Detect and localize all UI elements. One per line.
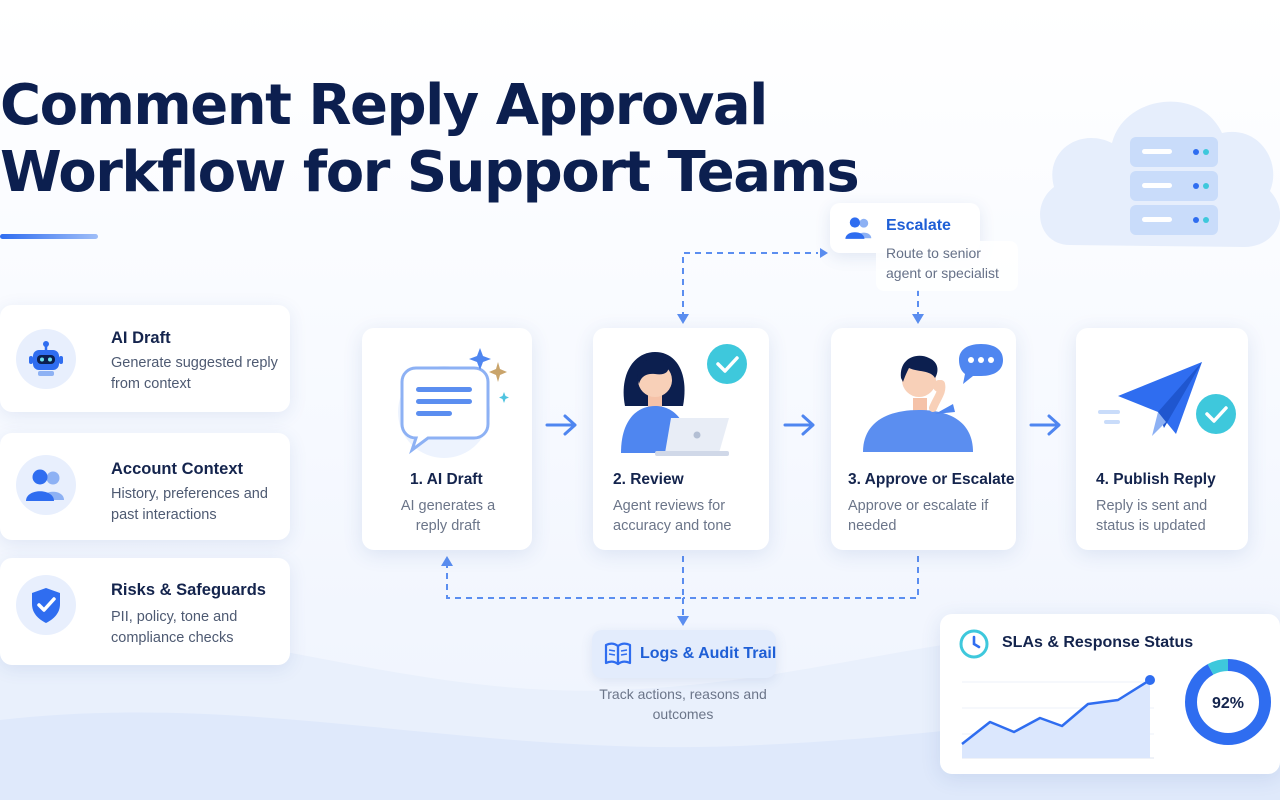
cloud-server-icon [1040, 101, 1280, 247]
side-card-title: Account Context [111, 460, 243, 478]
sla-percent-label: 92% [1212, 695, 1244, 712]
logs-audit-node: Logs & Audit Trail [592, 630, 776, 678]
step-description: AI generates a reply draft [400, 498, 496, 534]
paper-plane-icon [1094, 356, 1244, 451]
agent-laptop-icon [611, 340, 751, 465]
arrow-right-icon [1029, 414, 1061, 436]
side-card-title: Risks & Safeguards [111, 581, 266, 599]
side-card-description: Generate suggested reply from context [111, 355, 278, 392]
side-card-title: AI Draft [111, 329, 171, 347]
side-card-risks-safeguards: Risks & Safeguards PII, policy, tone and… [0, 558, 290, 665]
robot-icon [16, 329, 76, 389]
step-card-approve-escalate: 3. Approve or Escalate Approve or escala… [831, 328, 1016, 550]
logs-audit-description: Track actions, reasons and outcomes [599, 686, 767, 722]
title-underline [0, 234, 98, 239]
step-card-publish-reply: 4. Publish Reply Reply is sent and statu… [1076, 328, 1248, 550]
page-title-line-1: Comment Reply Approval [0, 73, 768, 138]
clock-icon [959, 629, 989, 659]
step-title: 1. AI Draft [410, 471, 483, 488]
side-card-account-context: Account Context History, preferences and… [0, 433, 290, 540]
page-title: Comment Reply Approval Workflow for Supp… [0, 72, 860, 206]
step-title: 2. Review [613, 471, 684, 488]
step-description: Agent reviews for accuracy and tone [613, 498, 732, 534]
side-card-ai-draft: AI Draft Generate suggested reply from c… [0, 305, 290, 412]
escalate-description: Route to senior agent or specialist [876, 241, 1018, 291]
users-icon [845, 217, 872, 239]
step-title: 3. Approve or Escalate [848, 471, 1015, 488]
users-icon [16, 455, 76, 515]
logs-audit-title: Logs & Audit Trail [640, 645, 777, 662]
arrow-right-icon [783, 414, 815, 436]
agent-thinking-icon [855, 342, 1005, 465]
side-card-description: History, preferences and past interactio… [111, 486, 268, 523]
book-icon [604, 642, 632, 666]
side-card-description: PII, policy, tone and compliance checks [111, 609, 238, 646]
step-description: Reply is sent and status is updated [1096, 498, 1208, 534]
step-description: Approve or escalate if needed [848, 498, 989, 534]
chat-bubble-sparkle-icon [382, 346, 512, 466]
step-title: 4. Publish Reply [1096, 471, 1216, 488]
sla-title: SLAs & Response Status [1002, 634, 1194, 651]
sla-trend-chart [961, 675, 1155, 759]
page-title-line-2: Workflow for Support Teams [0, 140, 860, 205]
sla-status-card: SLAs & Response Status 92% [940, 614, 1280, 774]
shield-check-icon [16, 575, 76, 635]
sla-donut-chart: 92% [1185, 659, 1271, 745]
escalate-title: Escalate [886, 217, 951, 234]
arrow-right-icon [545, 414, 577, 436]
step-card-ai-draft: 1. AI Draft AI generates a reply draft [362, 328, 532, 550]
step-card-review: 2. Review Agent reviews for accuracy and… [593, 328, 769, 550]
